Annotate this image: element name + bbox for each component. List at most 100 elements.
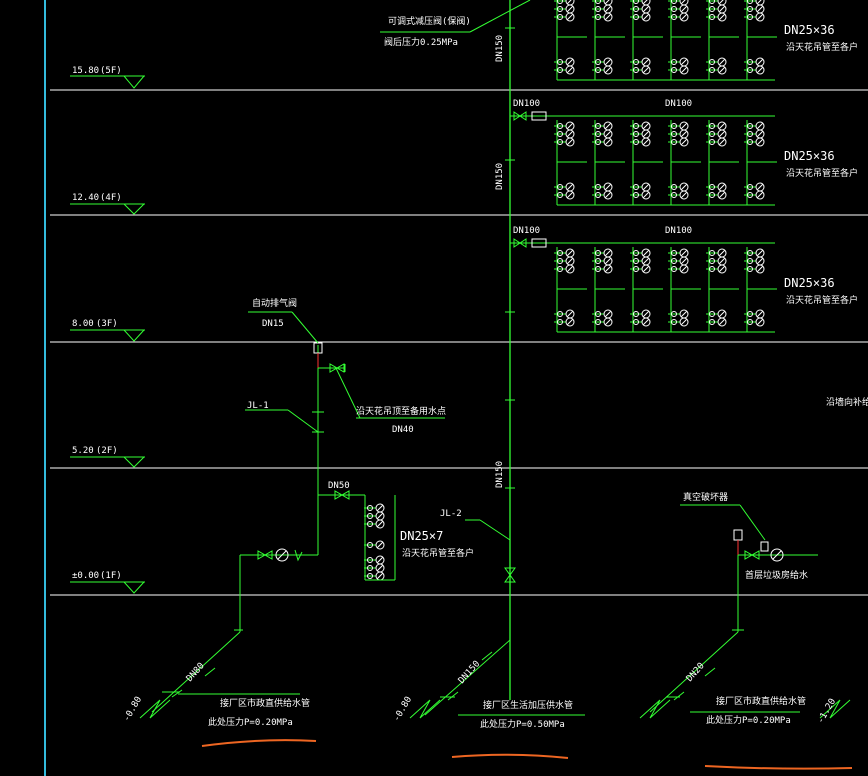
fixture-unit xyxy=(744,309,765,319)
fixture-unit xyxy=(744,0,765,6)
fixture-unit xyxy=(554,264,575,274)
fixture-unit xyxy=(554,309,575,319)
branch-note-5f: 沿天花吊管至各户 xyxy=(786,41,858,53)
branch-valve-label-4f: DN100 xyxy=(513,99,540,109)
top-note-line2: 阀后压力0.25MPa xyxy=(384,36,458,48)
jl1-branch-note-text: 沿天花吊管至各户 xyxy=(402,547,474,559)
jl2-inlet-size: DN150 xyxy=(457,659,483,686)
jl1-branch-note-size: DN25×7 xyxy=(400,529,443,543)
jl2-label: JL-2 xyxy=(440,509,462,519)
fixture-unit xyxy=(706,264,727,274)
level-mark-5f: 15.80 (5F) xyxy=(70,66,145,89)
fixture-unit xyxy=(364,571,385,581)
fixture-unit xyxy=(630,65,651,75)
fixture-unit xyxy=(592,317,613,327)
level-floor-3f: (3F) xyxy=(96,319,118,329)
fixture-unit xyxy=(744,4,765,14)
branch-note-3f: 沿天花吊管至各户 xyxy=(786,294,858,306)
fixture-unit xyxy=(554,317,575,327)
main-pipe-label-2: DN150 xyxy=(495,163,505,190)
level-floor-2f: (2F) xyxy=(96,446,118,456)
jl1-inlet-pressure: 此处压力P=0.20MPa xyxy=(208,716,293,728)
fixture-unit xyxy=(364,503,385,513)
fixture-unit xyxy=(706,248,727,258)
fixture-unit xyxy=(554,65,575,75)
fixture-unit xyxy=(554,190,575,200)
jl2-inlet-note: 接厂区生活加压供水管 xyxy=(483,699,573,711)
level-mark-4f: 12.40 (4F) xyxy=(70,193,145,215)
fixture-unit xyxy=(364,540,385,550)
fixture-unit xyxy=(592,12,613,22)
fixture-unit xyxy=(706,121,727,131)
fixture-column xyxy=(554,0,575,80)
fixture-column xyxy=(630,0,651,80)
branch-size-4f: DN25×36 xyxy=(784,149,835,163)
main-riser-jl2 xyxy=(469,0,531,700)
fixture-unit xyxy=(706,57,727,67)
right-branch xyxy=(649,504,818,713)
branch-pipe-label-4f: DN100 xyxy=(665,99,692,109)
right-inlet-size: DN20 xyxy=(685,661,707,684)
branch-groups xyxy=(510,0,777,333)
branch-size-3f: DN25×36 xyxy=(784,276,835,290)
fixture-unit xyxy=(744,264,765,274)
jl1-fixture-group xyxy=(364,495,396,581)
jl2-inlet-pressure: 此处压力P=0.50MPa xyxy=(480,718,565,730)
fixture-unit xyxy=(554,256,575,266)
ground-marks xyxy=(139,699,851,719)
fixture-column xyxy=(706,0,727,80)
level-mark-1f: ±0.00 (1F) xyxy=(70,571,145,594)
fixture-unit xyxy=(706,129,727,139)
level-elev-4f: 12.40 xyxy=(72,193,99,203)
level-elev-3f: 8.00 xyxy=(72,319,94,329)
reserve-note: 沿天花吊顶至备用水点 xyxy=(356,405,446,417)
fixture-unit xyxy=(744,121,765,131)
fixture-unit xyxy=(744,190,765,200)
edge-note: 沿墙向补给 xyxy=(826,396,868,408)
fixture-column xyxy=(706,120,727,205)
fixture-unit xyxy=(706,256,727,266)
fixture-column xyxy=(744,0,765,80)
fixture-unit xyxy=(630,137,651,147)
fixture-unit xyxy=(364,519,385,529)
fixture-unit xyxy=(364,555,385,565)
jl2-inlet xyxy=(424,519,585,716)
fixture-unit xyxy=(706,12,727,22)
highlight-underlines xyxy=(201,739,853,770)
fixture-unit xyxy=(592,190,613,200)
fixture-unit xyxy=(668,65,689,75)
branch-floor-1 xyxy=(554,0,777,81)
level-elev-5f: 15.80 xyxy=(72,66,99,76)
branch-floor-3 xyxy=(510,238,777,333)
main-pipe-label-3: DN150 xyxy=(495,461,505,488)
branch-valve-label-3f: DN100 xyxy=(513,226,540,236)
fixture-unit xyxy=(668,137,689,147)
level-floor-4f: (4F) xyxy=(100,193,122,203)
fixture-unit xyxy=(706,137,727,147)
main-pipe-label-1: DN150 xyxy=(495,35,505,62)
reserve-size: DN40 xyxy=(392,425,414,435)
jl1-label: JL-1 xyxy=(247,401,269,411)
fixture-unit xyxy=(668,190,689,200)
fixture-unit xyxy=(554,137,575,147)
fixture-unit xyxy=(592,65,613,75)
fixture-column xyxy=(592,0,613,80)
fixture-unit xyxy=(744,65,765,75)
level-mark-2f: 5.20 (2F) xyxy=(70,446,145,468)
top-note-line1: 可调式减压阀(保阀) xyxy=(388,15,471,27)
fixture-column xyxy=(554,247,575,332)
fixture-unit xyxy=(668,12,689,22)
fixture-unit xyxy=(706,190,727,200)
fixture-unit xyxy=(668,256,689,266)
fixture-column xyxy=(630,247,651,332)
fixture-unit xyxy=(706,317,727,327)
fixture-unit xyxy=(364,511,385,521)
fixture-unit xyxy=(668,264,689,274)
fixture-unit xyxy=(630,264,651,274)
fixture-unit xyxy=(364,563,385,573)
ground-mark-left: -0.80 xyxy=(122,695,144,723)
fixture-unit xyxy=(668,317,689,327)
branch-pipe-label-3f: DN100 xyxy=(665,226,692,236)
fixture-unit xyxy=(630,129,651,139)
